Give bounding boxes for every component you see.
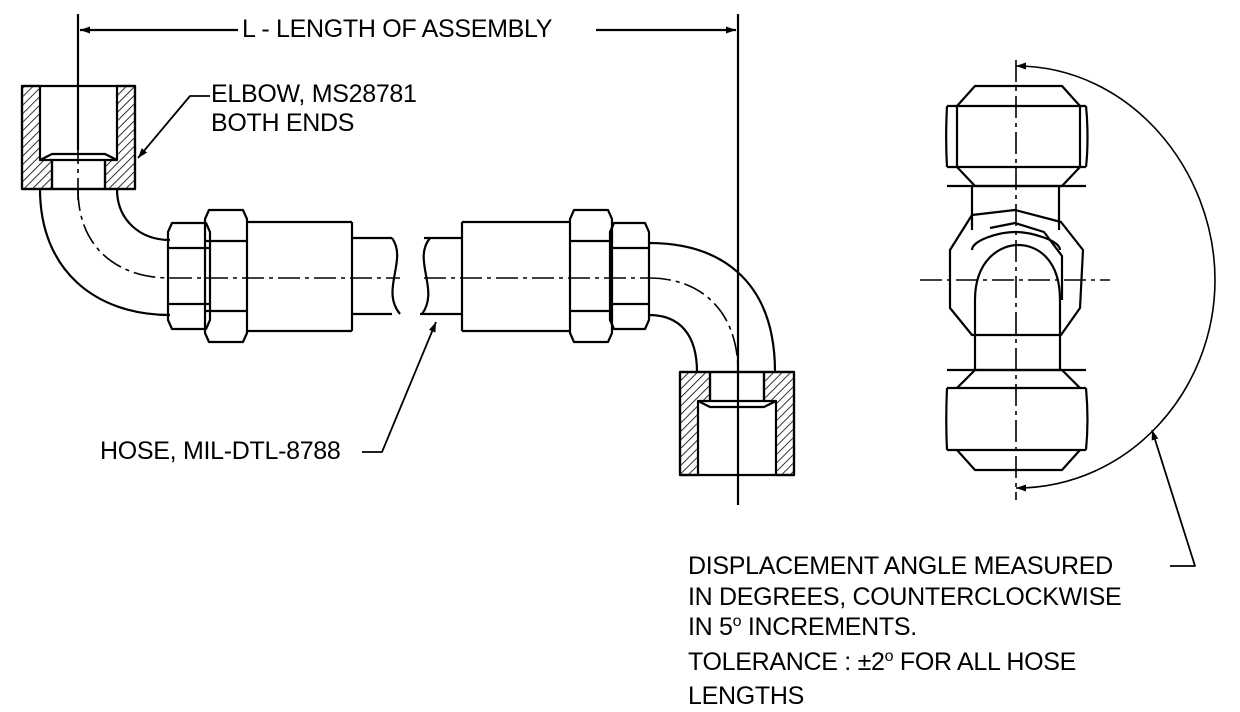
hose-callout: HOSE, MIL-DTL-8788 (100, 437, 341, 465)
displacement-note: DISPLACEMENT ANGLE MEASURED IN DEGREES, … (688, 551, 1122, 712)
note-line2: IN DEGREES, COUNTERCLOCKWISE (688, 582, 1122, 611)
left-hose-bend (38, 188, 171, 317)
right-nut (568, 208, 651, 344)
note-line3-a: IN 5 (688, 613, 733, 641)
note-line1: DISPLACEMENT ANGLE MEASURED (688, 552, 1113, 580)
right-elbow-fitting (678, 370, 796, 477)
elbow-callout-line1: ELBOW, MS28781 (211, 80, 417, 108)
right-hose-bend (648, 241, 777, 373)
end-view-bottom-fitting (945, 368, 1089, 472)
elbow-callout-line2: BOTH ENDS (211, 109, 355, 137)
centerlines (77, 60, 1110, 505)
hose-leader (362, 321, 437, 453)
note-line5: LENGTHS (688, 682, 804, 710)
note-line4-b: FOR ALL HOSE (893, 647, 1076, 676)
end-view-top-fitting (945, 84, 1089, 230)
note-leader (1151, 429, 1196, 567)
degree-symbol: o (884, 647, 894, 665)
left-hose-socket (247, 220, 401, 333)
note-line4: TOLERANCE : ±2o FOR ALL HOSE (688, 647, 1121, 682)
degree-symbol: o (732, 613, 742, 630)
elbow-leader (137, 95, 210, 159)
length-dimension-label: L - LENGTH OF ASSEMBLY (238, 15, 557, 44)
note-line3-b: INCREMENTS. (741, 613, 917, 641)
note-line4-a: TOLERANCE : ±2 (688, 647, 885, 676)
displacement-angle-arc (1015, 62, 1216, 492)
elbow-callout: ELBOW, MS28781 BOTH ENDS (211, 80, 417, 138)
right-hose-socket (420, 220, 570, 333)
note-line3: IN 5o INCREMENTS. (688, 612, 1121, 647)
left-nut (166, 208, 249, 344)
